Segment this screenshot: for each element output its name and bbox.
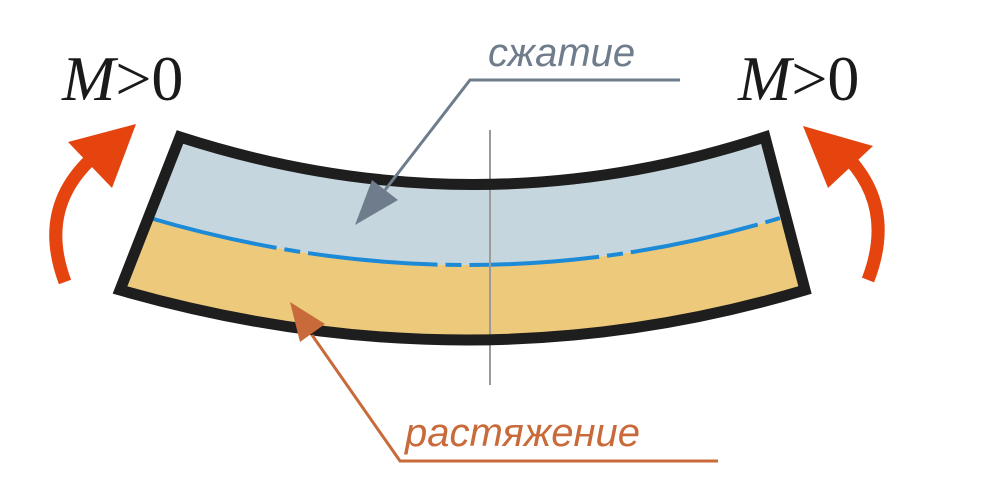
- beam-outline: [112, 129, 812, 346]
- moment-label-left: M>0: [61, 43, 183, 114]
- moment-left-relation: >0: [115, 43, 183, 114]
- compression-zone: [150, 137, 780, 265]
- moment-right-relation: >0: [791, 43, 859, 114]
- moment-arrow-left-icon: [49, 124, 136, 285]
- moment-label-right: M>0: [737, 43, 859, 114]
- tension-leader-arrowhead: [290, 302, 325, 342]
- neutral-axis: [149, 216, 781, 267]
- moment-arrow-right-icon: [803, 126, 885, 283]
- tension-leader-line: [310, 334, 718, 463]
- compression-leader-arrowhead: [355, 180, 398, 225]
- moment-right-symbol: M: [737, 43, 795, 114]
- tension-zone: [120, 218, 805, 340]
- tension-label: растяжение: [404, 411, 640, 455]
- compression-label: сжатие: [488, 31, 635, 75]
- moment-left-symbol: M: [61, 43, 119, 114]
- compression-leader-line: [383, 78, 680, 191]
